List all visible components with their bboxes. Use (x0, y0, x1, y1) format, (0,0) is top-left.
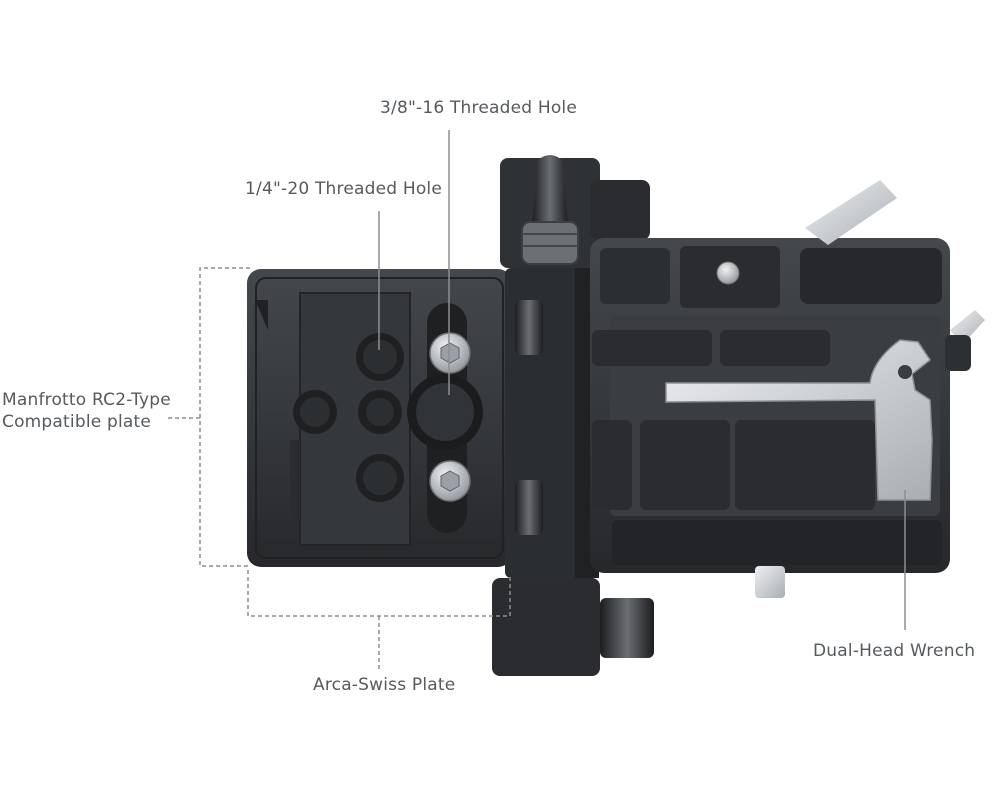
callout-arca-swiss-plate: Arca-Swiss Plate (313, 675, 456, 695)
callout-1-4-20-threaded-hole: 1/4"-20 Threaded Hole (245, 179, 443, 199)
manfrotto-rc2-plate (247, 269, 512, 567)
callout-manfrotto-rc2-plate: Manfrotto RC2-Type Compatible plate (2, 389, 171, 433)
callout-manfrotto-line2: Compatible plate (2, 412, 152, 432)
callout-manfrotto-line1: Manfrotto RC2-Type (2, 390, 171, 410)
dual-head-wrench-icon (665, 339, 933, 501)
hex-screw-icon (429, 332, 471, 374)
leader-lines (168, 130, 906, 670)
callout-dual-head-wrench: Dual-Head Wrench (813, 641, 976, 661)
threaded-hole-3-8-16-icon (407, 374, 483, 450)
callout-3-8-16-threaded-hole: 3/8"-16 Threaded Hole (380, 98, 578, 118)
clamp-base (590, 180, 985, 598)
hex-screw-icon (429, 460, 471, 502)
threaded-hole-1-4-20-icon (356, 333, 404, 381)
